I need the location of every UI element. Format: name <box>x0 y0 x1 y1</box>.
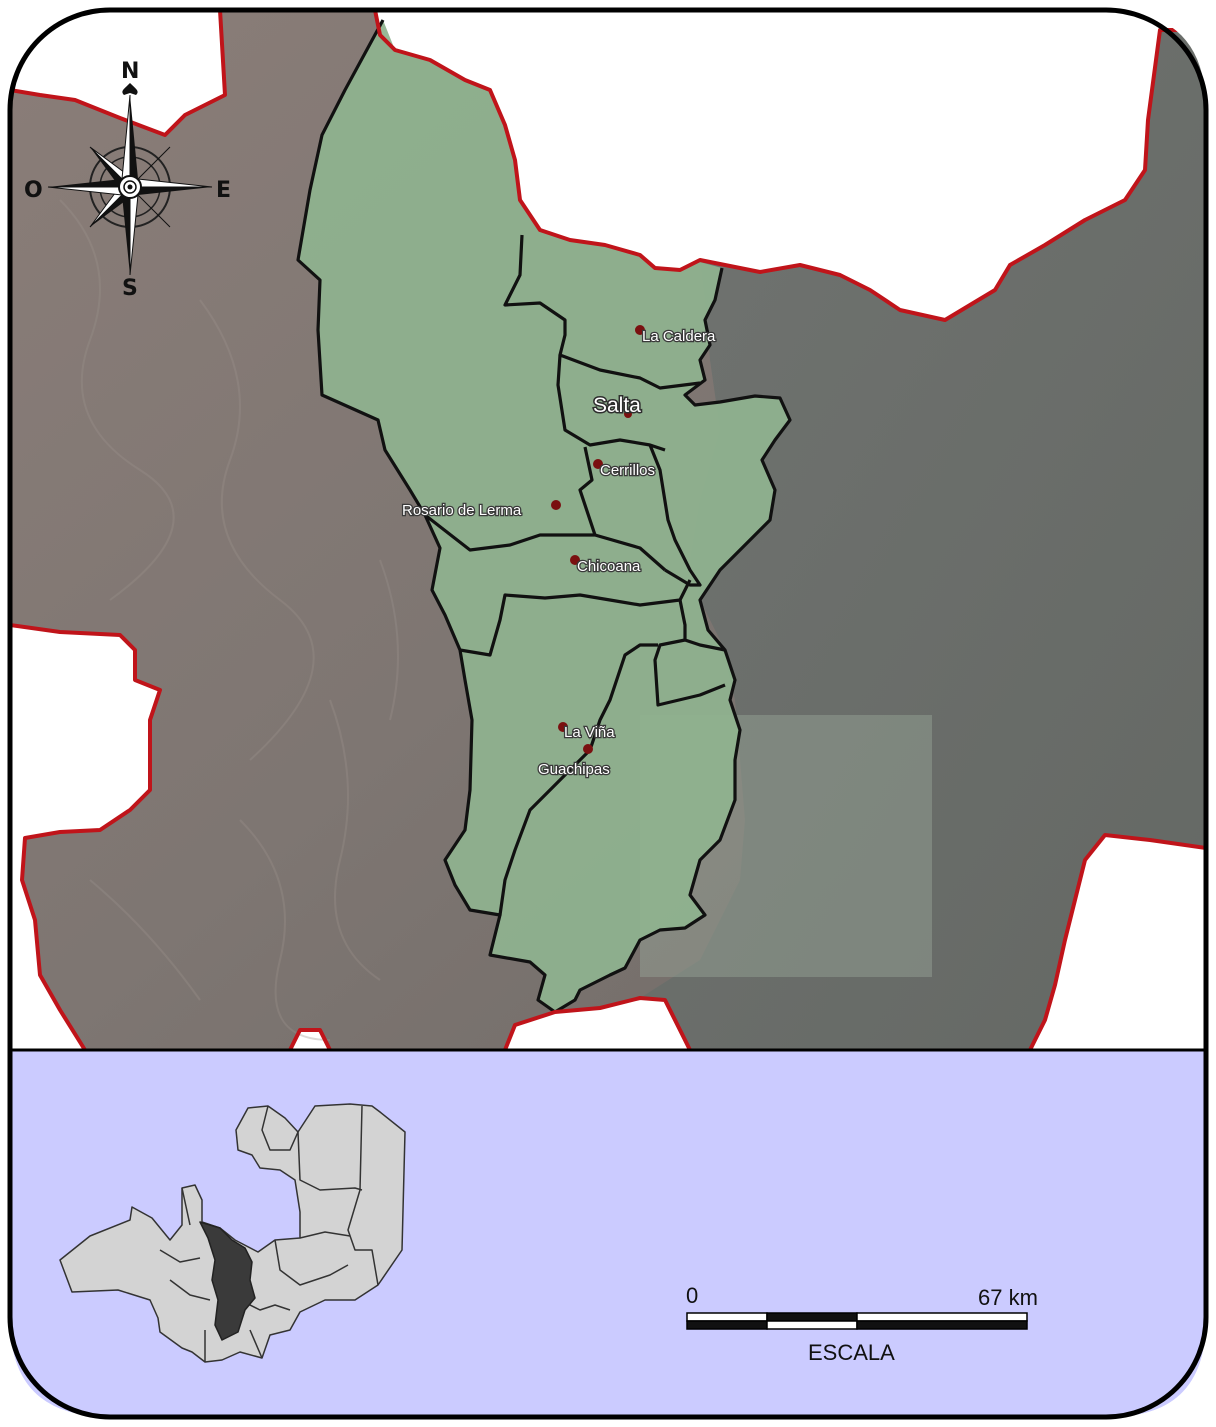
locality-marker <box>593 459 603 469</box>
compass-south-label: S <box>122 276 138 301</box>
locality-marker <box>624 410 632 418</box>
scale-title: ESCALA <box>808 1340 895 1365</box>
scale-bar-segment <box>856 1312 1028 1322</box>
study-area <box>298 20 790 1012</box>
terrain-ridges <box>59 199 399 1041</box>
locality-cerrillos: Cerrillos <box>593 459 656 480</box>
fleur-de-lis-icon <box>122 83 138 95</box>
locality-marker <box>558 722 568 732</box>
scale-bar-segment <box>686 1312 768 1322</box>
locality-marker <box>551 500 561 510</box>
scale-bar-segment <box>856 1320 1028 1330</box>
locality-label: Chicoana <box>577 558 641 575</box>
locality-la-caldera: La Caldera <box>635 325 717 346</box>
locality-la-vina: La Viña <box>558 722 617 742</box>
department-borders <box>159 1105 379 1362</box>
locality-chicoana: Chicoana <box>570 555 642 576</box>
eastern-lowlands <box>640 30 1206 1050</box>
scale-bar: 0 67 km ESCALA <box>686 1283 1038 1365</box>
study-area-highlight <box>199 1221 256 1341</box>
inset-panel: 0 67 km ESCALA <box>10 1050 1206 1417</box>
compass-north-label: N <box>121 59 139 84</box>
province-outline <box>59 1103 406 1363</box>
locality-label: La Caldera <box>642 328 716 345</box>
locality-marker <box>570 555 580 565</box>
locality-label: Guachipas <box>538 761 610 778</box>
locality-label: Rosario de Lerma <box>402 502 522 519</box>
compass-main-points <box>47 94 213 276</box>
scale-bar-segment <box>766 1320 858 1330</box>
main-map: La Caldera Salta Cerrillos Rosario de Le… <box>10 10 1206 1050</box>
locality-salta: Salta <box>592 393 643 419</box>
locality-marker <box>635 325 645 335</box>
locality-guachipas: Guachipas <box>537 744 611 779</box>
province-locator-map <box>59 1103 406 1363</box>
compass-east-label: E <box>216 178 231 203</box>
outer-frame <box>7 7 1209 1420</box>
province-border <box>10 10 1206 1050</box>
locality-marker <box>583 744 593 754</box>
city-label: Salta <box>593 394 641 417</box>
locality-rosario-de-lerma: Rosario de Lerma <box>401 500 561 520</box>
compass-rose: N S E O <box>24 59 231 301</box>
scale-end-label: 67 km <box>978 1285 1038 1310</box>
locality-label: Cerrillos <box>600 462 655 479</box>
locality-label: La Viña <box>564 724 615 741</box>
scale-start-label: 0 <box>686 1283 698 1308</box>
compass-west-label: O <box>24 178 43 203</box>
scale-bar-segment <box>686 1320 768 1330</box>
scale-bar-segment <box>766 1312 858 1322</box>
